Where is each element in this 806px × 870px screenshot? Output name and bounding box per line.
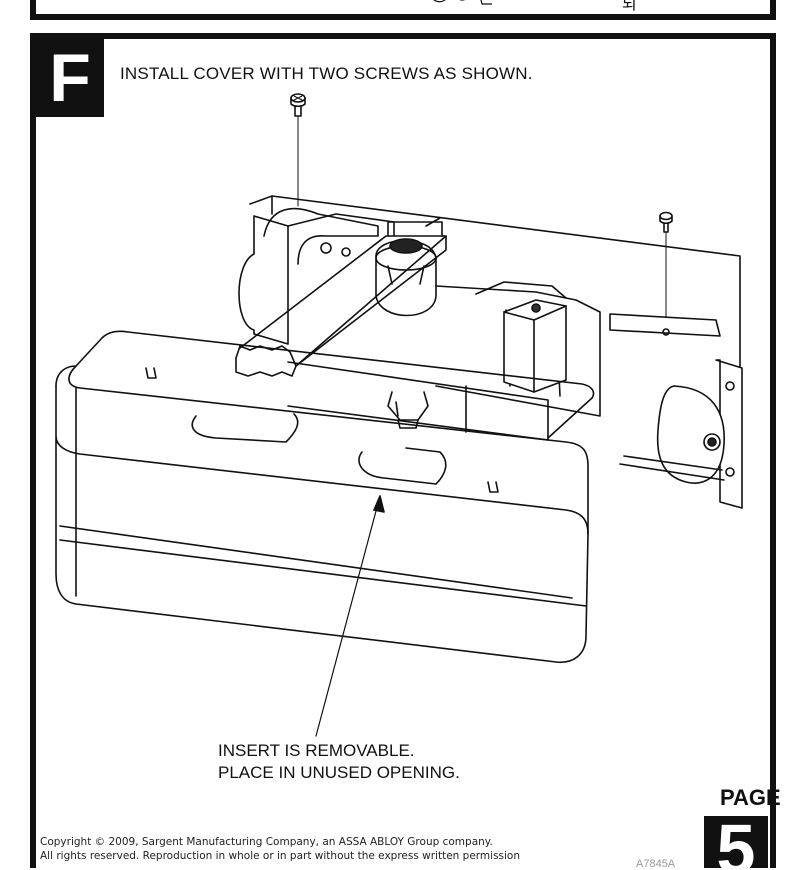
callout-line-1: INSERT IS REMOVABLE. [218, 741, 415, 760]
page-number: 5 [716, 816, 756, 868]
frame-left-edge [30, 0, 36, 20]
cropped-drawing-fragment [433, 0, 492, 5]
cover [55, 330, 595, 663]
page-border [30, 33, 776, 868]
copyright-notice: Copyright © 2009, Sargent Manufacturing … [40, 835, 520, 863]
step-letter-badge: F [36, 39, 104, 117]
screw-left-icon [290, 93, 306, 207]
frame-bottom-edge [30, 14, 776, 20]
screw-right-icon [659, 211, 673, 335]
page-number-badge: 5 [704, 816, 768, 868]
copyright-line-1: Copyright © 2009, Sargent Manufacturing … [40, 836, 493, 848]
cropped-text-fragment: 되 [622, 0, 637, 13]
previous-panel-frame: 되 [0, 0, 806, 30]
document-number: A7845A [636, 858, 676, 870]
copyright-line-2: All rights reserved. Reproduction in who… [40, 850, 521, 862]
door-closer-illustration [55, 93, 743, 737]
page-label: PAGE [720, 785, 781, 810]
insert-callout: INSERT IS REMOVABLE. PLACE IN UNUSED OPE… [218, 740, 460, 784]
frame-right-edge [770, 0, 776, 20]
step-instruction: INSTALL COVER WITH TWO SCREWS AS SHOWN. [120, 64, 533, 83]
step-letter: F [49, 40, 91, 116]
callout-line-2: PLACE IN UNUSED OPENING. [218, 763, 460, 782]
